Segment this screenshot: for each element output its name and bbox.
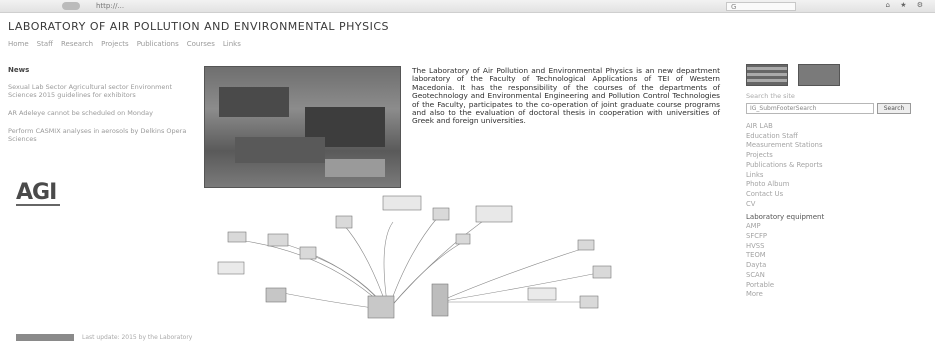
laboratory-photo — [204, 66, 401, 188]
diagram-node — [455, 233, 471, 245]
site-search-button[interactable]: Search — [877, 103, 911, 114]
site-search-label: Search the site — [746, 92, 795, 100]
footer-badge — [16, 334, 74, 341]
main-navigation: Home Staff Research Projects Publication… — [8, 40, 241, 48]
equipment-list: AMP SFCFP HVSS TEOM Dayta SCAN Portable … — [746, 222, 926, 300]
agi-logo-text: AGI — [16, 180, 57, 205]
news-item[interactable]: AR Adeleye cannot be scheduled on Monday — [8, 109, 153, 117]
intro-paragraph: The Laboratory of Air Pollution and Envi… — [412, 66, 720, 126]
equipment-heading: Laboratory equipment — [746, 213, 825, 222]
partner-logos — [746, 64, 926, 86]
nav-projects[interactable]: Projects — [101, 40, 129, 48]
sidebar-item-publications[interactable]: Publications & Reports — [746, 160, 823, 169]
sidebar-item-photo-album[interactable]: Photo Album — [746, 180, 790, 189]
site-title: LABORATORY OF AIR POLLUTION AND ENVIRONM… — [8, 20, 390, 33]
site-search: IG_SubmFooterSearch Search — [746, 103, 926, 114]
diagram-node — [217, 261, 245, 275]
browser-search-box[interactable]: G — [726, 2, 796, 11]
diagram-nodes — [217, 195, 612, 319]
diagram-node — [432, 207, 450, 221]
sidebar-menu: AIR LAB Education Staff Measurement Stat… — [746, 122, 926, 209]
diagram-node — [577, 239, 595, 251]
diagram-node — [299, 246, 317, 260]
right-sidebar: Search the site IG_SubmFooterSearch Sear… — [746, 64, 926, 300]
nav-home[interactable]: Home — [8, 40, 29, 48]
equipment-item[interactable]: Portable — [746, 280, 775, 289]
sidebar-item-contact[interactable]: Contact Us — [746, 189, 784, 198]
equipment-item[interactable]: SCAN — [746, 270, 765, 279]
browser-tool-icons[interactable]: ⌂ ★ ⚙ — [885, 1, 927, 9]
sidebar-item-links[interactable]: Links — [746, 170, 764, 179]
network-diagram — [217, 195, 612, 319]
diagram-node — [267, 233, 289, 247]
news-item[interactable]: Sexual Lab Sector Agricultural sector En… — [8, 83, 173, 99]
browser-search-label: G — [731, 3, 737, 11]
footer-copyright: Last update: 2015 by the Laboratory — [82, 334, 193, 341]
address-bar[interactable]: http://... — [96, 2, 125, 10]
equipment-item[interactable]: More — [746, 290, 763, 299]
nav-courses[interactable]: Courses — [186, 40, 215, 48]
browser-logo-icon — [62, 2, 80, 10]
sidebar-item-cv[interactable]: CV — [746, 199, 756, 208]
diagram-node — [527, 287, 557, 301]
sidebar-item-stations[interactable]: Measurement Stations — [746, 141, 823, 150]
nav-staff[interactable]: Staff — [36, 40, 53, 48]
diagram-node — [265, 287, 287, 303]
greek-flag-icon[interactable] — [746, 64, 788, 86]
equipment-item[interactable]: AMP — [746, 222, 761, 231]
equipment-item[interactable]: HVSS — [746, 241, 765, 250]
agi-logo: AGI — [16, 180, 60, 206]
sidebar-item-projects[interactable]: Projects — [746, 151, 773, 160]
news-heading: News — [8, 66, 30, 74]
diagram-node — [227, 231, 247, 243]
news-item[interactable]: Perform CASMIX analyses in aerosols by D… — [8, 127, 187, 143]
diagram-node — [592, 265, 612, 279]
eu-flag-icon[interactable] — [798, 64, 840, 86]
diagram-node — [431, 283, 449, 317]
nav-publications[interactable]: Publications — [136, 40, 179, 48]
equipment-item[interactable]: SFCFP — [746, 232, 767, 241]
sidebar-item-staff[interactable]: Education Staff — [746, 131, 798, 140]
equipment-item[interactable]: TEOM — [746, 251, 766, 260]
diagram-node — [475, 205, 513, 223]
diagram-node — [579, 295, 599, 309]
sidebar-item-air-lab[interactable]: AIR LAB — [746, 122, 773, 130]
diagram-node — [335, 215, 353, 229]
news-column: News Sexual Lab Sector Agricultural sect… — [8, 66, 188, 153]
site-search-input[interactable]: IG_SubmFooterSearch — [746, 103, 874, 114]
nav-links[interactable]: Links — [222, 40, 241, 48]
browser-toolbar: http://... G ⌂ ★ ⚙ — [0, 0, 935, 13]
diagram-node — [367, 295, 395, 319]
footer: Last update: 2015 by the Laboratory — [16, 334, 192, 341]
agi-logo-underline — [16, 204, 60, 206]
equipment-item[interactable]: Dayta — [746, 261, 767, 270]
diagram-node — [382, 195, 422, 211]
nav-research[interactable]: Research — [60, 40, 94, 48]
